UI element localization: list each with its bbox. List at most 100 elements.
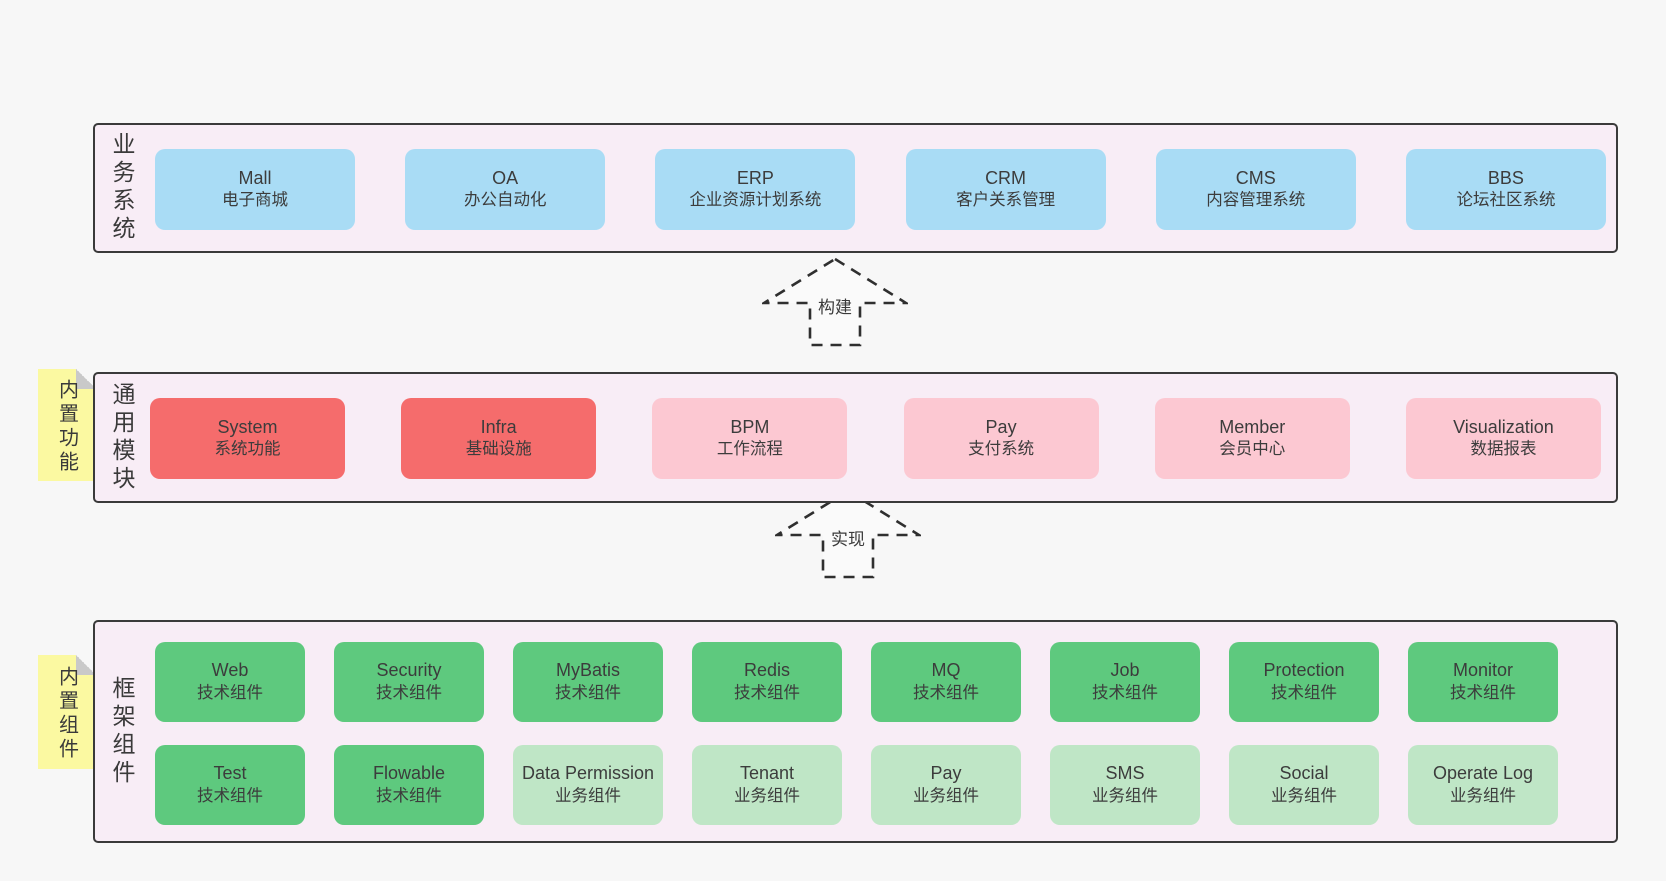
- box-crm: CRM 客户关系管理: [905, 149, 1106, 230]
- box-subtitle: 技术组件: [555, 683, 621, 702]
- layer-label: 框架组件: [109, 675, 135, 788]
- box-title: Flowable: [372, 763, 446, 784]
- box-system: System 系统功能: [150, 398, 345, 479]
- box-title: MyBatis: [555, 660, 620, 681]
- box-subtitle: 技术组件: [734, 683, 800, 702]
- box-sms: SMS 业务组件: [1050, 745, 1200, 825]
- box-subtitle: 技术组件: [376, 786, 442, 805]
- box-title: System: [217, 416, 278, 437]
- framework-components-row-1: Web 技术组件 Security 技术组件 MyBatis 技术组件 Redi…: [155, 642, 1558, 722]
- box-title: MQ: [931, 660, 961, 681]
- framework-components-row-2: Test 技术组件 Flowable 技术组件 Data Permission …: [155, 745, 1558, 825]
- box-social: Social 业务组件: [1229, 745, 1379, 825]
- box-title: SMS: [1105, 763, 1145, 784]
- box-subtitle: 技术组件: [913, 683, 979, 702]
- box-subtitle: 内容管理系统: [1206, 191, 1306, 210]
- box-subtitle: 企业资源计划系统: [689, 191, 822, 210]
- box-subtitle: 工作流程: [716, 440, 783, 459]
- box-title: Security: [376, 660, 442, 681]
- box-subtitle: 基础设施: [465, 440, 532, 459]
- layer-label: 业务系统: [109, 132, 135, 244]
- box-title: Data Permission: [521, 763, 655, 784]
- box-pay-biz: Pay 业务组件: [871, 745, 1021, 825]
- box-subtitle: 业务组件: [1271, 786, 1337, 805]
- box-title: Job: [1110, 660, 1140, 681]
- box-mq: MQ 技术组件: [871, 642, 1021, 722]
- box-title: Operate Log: [1432, 763, 1534, 784]
- sticky-note-built-in-features: 内置功能: [38, 369, 96, 481]
- box-member: Member 会员中心: [1154, 398, 1350, 479]
- box-erp: ERP 企业资源计划系统: [655, 149, 856, 230]
- box-web: Web 技术组件: [155, 642, 305, 722]
- box-title: BBS: [1487, 167, 1524, 188]
- box-subtitle: 系统功能: [214, 440, 281, 459]
- box-subtitle: 业务组件: [1092, 786, 1158, 805]
- box-redis: Redis 技术组件: [692, 642, 842, 722]
- box-monitor: Monitor 技术组件: [1408, 642, 1558, 722]
- box-title: Infra: [480, 416, 517, 437]
- box-subtitle: 支付系统: [968, 440, 1035, 459]
- box-subtitle: 电子商城: [222, 191, 288, 210]
- box-security: Security 技术组件: [334, 642, 484, 722]
- box-bbs: BBS 论坛社区系统: [1405, 149, 1606, 230]
- box-title: OA: [492, 167, 519, 188]
- box-operate-log: Operate Log 业务组件: [1408, 745, 1558, 825]
- box-pay: Pay 支付系统: [903, 398, 1099, 479]
- box-mall: Mall 电子商城: [155, 149, 355, 230]
- box-subtitle: 业务组件: [734, 786, 800, 805]
- box-title: Test: [213, 763, 247, 784]
- layer-common-modules: 通用模块 System 系统功能 Infra 基础设施 BPM 工作流程 Pay…: [93, 372, 1618, 503]
- box-title: Social: [1279, 763, 1329, 784]
- box-subtitle: 论坛社区系统: [1456, 191, 1556, 210]
- box-flowable: Flowable 技术组件: [334, 745, 484, 825]
- box-title: Mall: [238, 167, 272, 188]
- box-title: Redis: [743, 660, 791, 681]
- box-data-permission: Data Permission 业务组件: [513, 745, 663, 825]
- box-bpm: BPM 工作流程: [652, 398, 848, 479]
- box-oa: OA 办公自动化: [405, 149, 606, 230]
- box-title: CRM: [985, 167, 1027, 188]
- box-title: CMS: [1235, 167, 1276, 188]
- layer-framework-components: 框架组件 Web 技术组件 Security 技术组件 MyBatis 技术组件…: [93, 620, 1618, 843]
- box-title: ERP: [736, 167, 774, 188]
- box-title: Protection: [1263, 660, 1345, 681]
- box-visualization: Visualization 数据报表: [1405, 398, 1601, 479]
- arrow-build-label: 构建: [762, 293, 908, 318]
- box-subtitle: 办公自动化: [463, 191, 547, 210]
- box-title: Monitor: [1452, 660, 1514, 681]
- box-subtitle: 客户关系管理: [956, 191, 1056, 210]
- folded-corner-icon: [76, 655, 96, 675]
- box-subtitle: 业务组件: [1450, 786, 1516, 805]
- arrow-implement: 实现: [775, 489, 921, 579]
- box-tenant: Tenant 业务组件: [692, 745, 842, 825]
- box-subtitle: 业务组件: [555, 786, 621, 805]
- box-subtitle: 业务组件: [913, 786, 979, 805]
- layer-business-systems: 业务系统 Mall 电子商城 OA 办公自动化 ERP 企业资源计划系统 CRM…: [93, 123, 1618, 253]
- box-subtitle: 数据报表: [1470, 440, 1537, 459]
- sticky-note-built-in-components: 内置组件: [38, 655, 96, 769]
- box-title: Member: [1219, 416, 1286, 437]
- box-title: Web: [211, 660, 249, 681]
- box-protection: Protection 技术组件: [1229, 642, 1379, 722]
- box-job: Job 技术组件: [1050, 642, 1200, 722]
- common-modules-row: System 系统功能 Infra 基础设施 BPM 工作流程 Pay 支付系统…: [150, 398, 1601, 479]
- box-title: Pay: [985, 416, 1017, 437]
- box-subtitle: 技术组件: [197, 683, 263, 702]
- layer-label: 通用模块: [109, 381, 135, 494]
- box-title: BPM: [730, 416, 770, 437]
- business-systems-row: Mall 电子商城 OA 办公自动化 ERP 企业资源计划系统 CRM 客户关系…: [155, 149, 1606, 230]
- folded-corner-icon: [76, 369, 96, 389]
- box-title: Tenant: [739, 763, 795, 784]
- box-subtitle: 技术组件: [376, 683, 442, 702]
- box-subtitle: 技术组件: [1092, 683, 1158, 702]
- box-subtitle: 会员中心: [1219, 440, 1286, 459]
- box-test: Test 技术组件: [155, 745, 305, 825]
- box-title: Pay: [930, 763, 962, 784]
- arrow-implement-label: 实现: [775, 525, 921, 550]
- box-title: Visualization: [1453, 416, 1554, 437]
- box-subtitle: 技术组件: [1271, 683, 1337, 702]
- arrow-build: 构建: [762, 257, 908, 347]
- box-subtitle: 技术组件: [197, 786, 263, 805]
- box-subtitle: 技术组件: [1450, 683, 1516, 702]
- box-infra: Infra 基础设施: [401, 398, 597, 479]
